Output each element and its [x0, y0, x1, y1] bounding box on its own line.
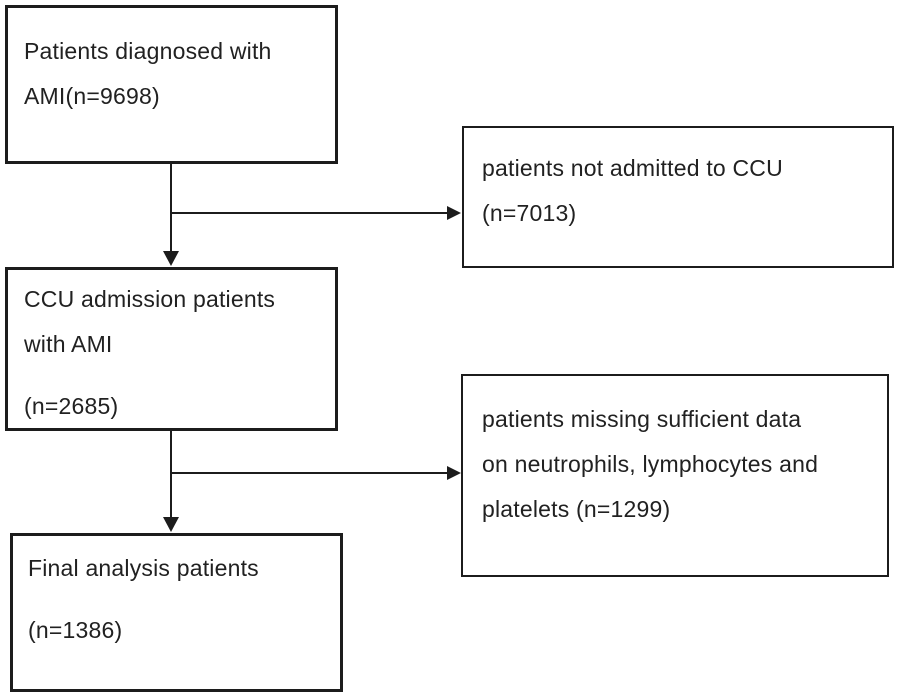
node-missing-data: patients missing sufficient data on neut…: [461, 374, 889, 577]
node-text-line: CCU admission patients: [24, 286, 276, 312]
node-patients-diagnosed: Patients diagnosed with AMI(n=9698): [5, 5, 338, 164]
node-text-line: on neutrophils, lymphocytes and: [482, 451, 819, 477]
arrowhead-down-icon: [163, 251, 179, 266]
node-text-line: AMI(n=9698): [24, 83, 160, 109]
arrowhead-right-icon: [447, 206, 461, 220]
arrowhead-down-icon: [163, 517, 179, 532]
node-text-line: Final analysis patients: [28, 555, 259, 581]
node-count-line: (n=1386): [28, 617, 123, 643]
node-text-line: (n=7013): [482, 200, 577, 226]
node-text-line: patients not admitted to CCU: [482, 155, 783, 181]
node-ccu-admission: CCU admission patients with AMI (n=2685): [5, 267, 338, 431]
node-count-line: (n=2685): [24, 393, 119, 419]
node-text-line: platelets (n=1299): [482, 496, 671, 522]
node-text-line: with AMI: [24, 331, 113, 357]
arrowhead-right-icon: [447, 466, 461, 480]
node-text-line: patients missing sufficient data: [482, 406, 802, 432]
node-final-analysis: Final analysis patients (n=1386): [10, 533, 343, 692]
node-text-line: Patients diagnosed with: [24, 38, 272, 64]
node-not-admitted-ccu: patients not admitted to CCU (n=7013): [462, 126, 894, 268]
